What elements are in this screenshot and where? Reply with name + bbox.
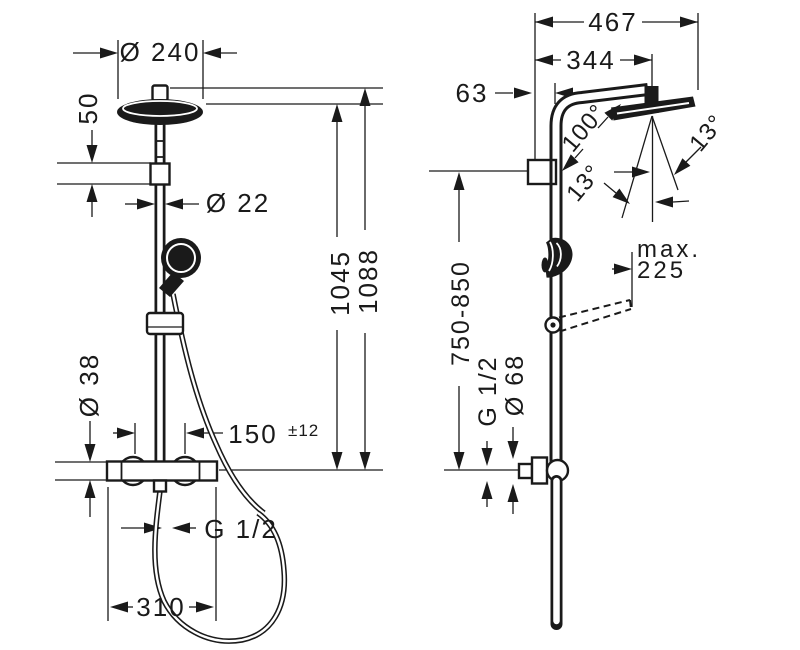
- front-dimension-lines: [55, 40, 383, 621]
- thermostat-valve-side: [517, 456, 570, 485]
- pipe-diameter-label: Ø 22: [206, 188, 270, 218]
- hose-outlet: [152, 479, 168, 493]
- height-total-label: 1088: [353, 248, 383, 314]
- thermostat-valve-front: [105, 455, 219, 493]
- cap-height-label: 50: [73, 92, 103, 125]
- arm-reach-label: 344: [566, 45, 615, 75]
- valve-side-body: [530, 456, 549, 485]
- height-to-head-label: 1045: [325, 250, 355, 316]
- escutcheon-diameter-label: Ø 68: [501, 354, 529, 416]
- outlet-thread-label: G 1/2: [204, 514, 278, 544]
- connection-tolerance-label: ±12: [288, 421, 319, 440]
- mounting-height-label: 750-850: [447, 260, 475, 366]
- wall-clearance-label: 63: [456, 78, 489, 108]
- side-dimension-lines: [429, 13, 699, 514]
- union-diameter-label: Ø 38: [74, 353, 104, 417]
- hand-shower-front: [159, 238, 201, 297]
- handshower-reach-value: 225: [637, 257, 686, 284]
- wall-inlet-stub: [517, 462, 534, 480]
- shower-pipe-side: [549, 83, 649, 462]
- overhead-shower-side: [611, 86, 696, 121]
- slider-holder: [145, 311, 185, 336]
- spray-angle-right-label: 13°: [684, 109, 730, 156]
- wall-bracket: [526, 158, 558, 186]
- connection-width-label: 310: [136, 592, 185, 622]
- head-connector: [151, 84, 169, 102]
- overhead-shower-front: [117, 84, 203, 186]
- connection-spacing-label: 150: [228, 419, 277, 449]
- shower-hose-front: [152, 293, 288, 644]
- front-view: Ø 240 50 Ø 22 1045 1088 Ø 38 150 ±12 G 1…: [55, 37, 383, 644]
- overhead-shower-plate: [117, 99, 203, 125]
- valve-body: [105, 460, 219, 482]
- pipe-adjuster: [149, 162, 171, 186]
- head-diameter-label: Ø 240: [120, 37, 201, 67]
- inlet-thread-label: G 1/2: [474, 355, 502, 426]
- handshower-pivot: [544, 299, 632, 334]
- depth-total-label: 467: [588, 7, 637, 37]
- handshower-reach-label: max.: [637, 236, 701, 263]
- hand-shower-side: [541, 237, 573, 278]
- side-view: 467 344 63 100° 13° 13° max. 225 750-850…: [429, 7, 730, 630]
